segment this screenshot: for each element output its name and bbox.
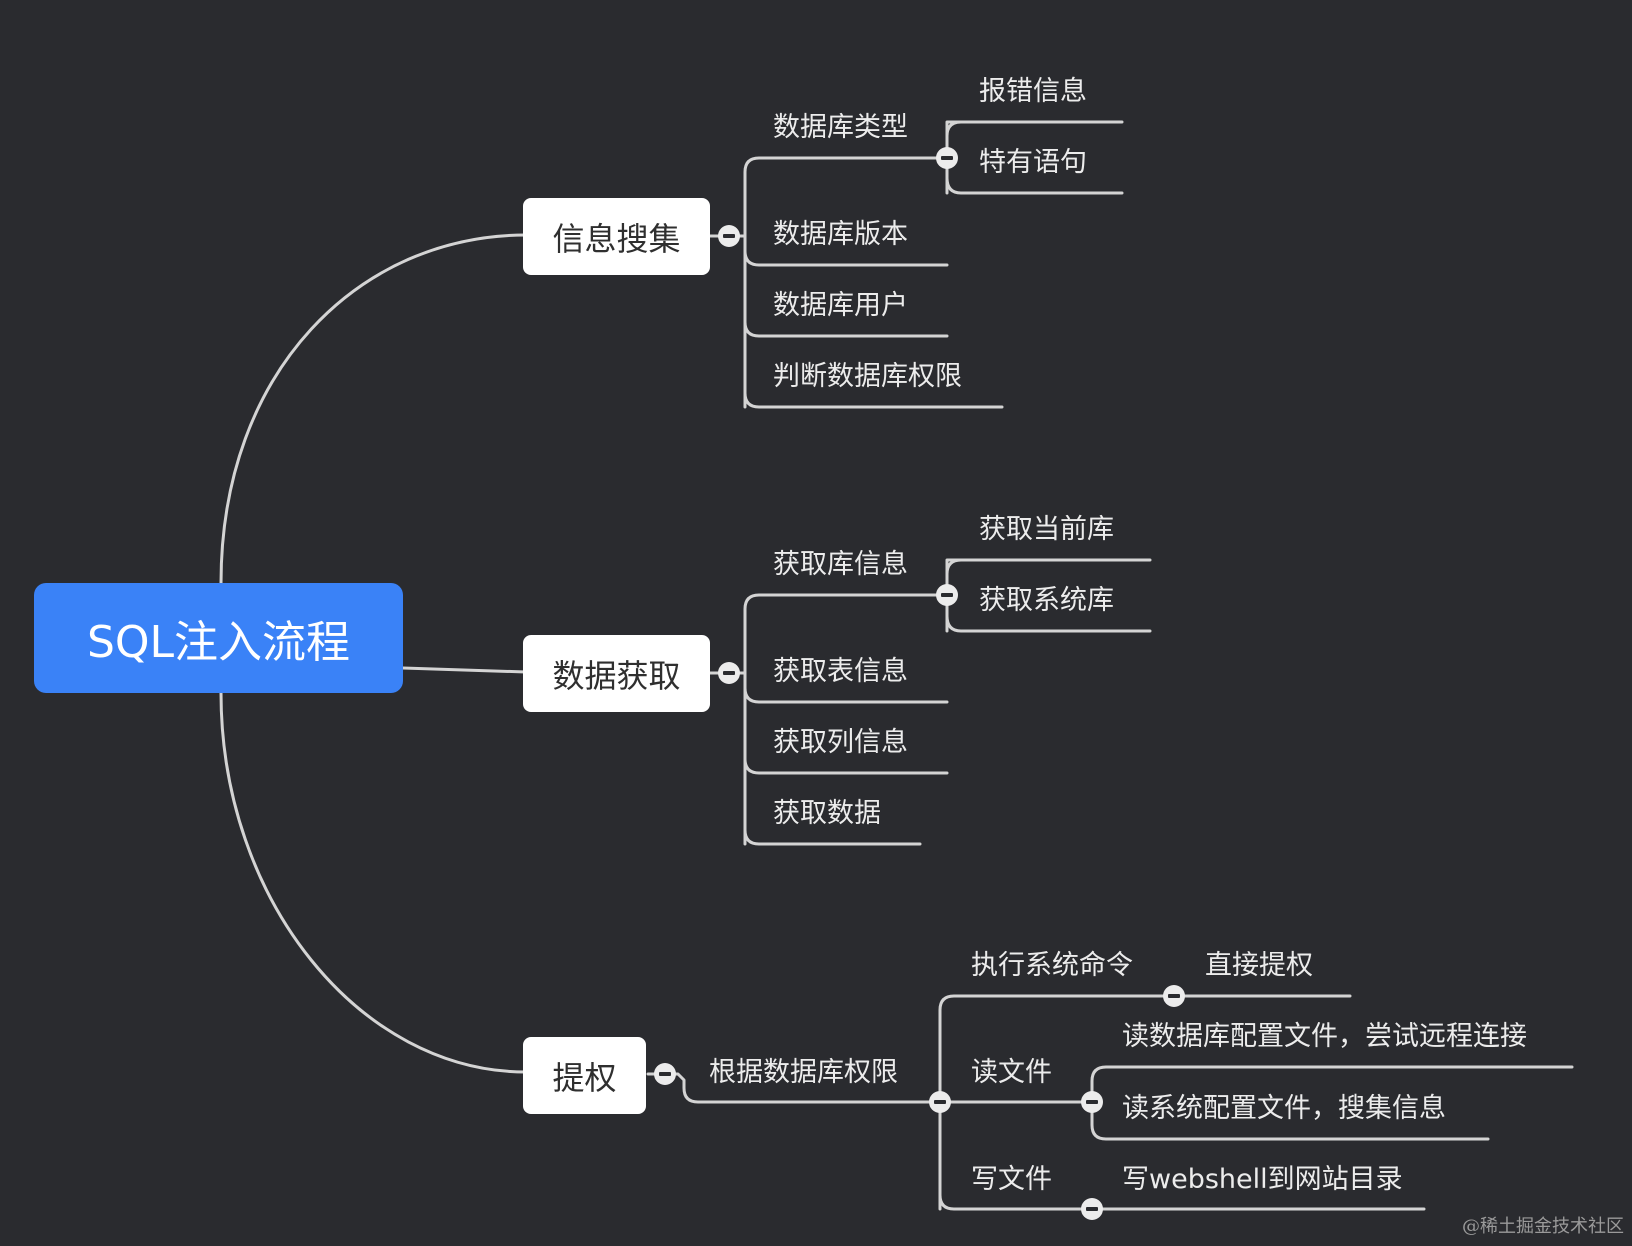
connector-dbtype-items	[945, 120, 1124, 195]
node-get-table-info[interactable]: 获取表信息	[773, 656, 908, 687]
connector-info-items	[743, 156, 1004, 409]
node-write-webshell[interactable]: 写webshell到网站目录	[1122, 1164, 1403, 1195]
collapse-toggle-info[interactable]	[718, 225, 740, 247]
node-read-sys-config[interactable]: 读系统配置文件，搜集信息	[1122, 1093, 1446, 1124]
collapse-toggle-dbinfo[interactable]	[936, 584, 958, 606]
node-get-system-db[interactable]: 获取系统库	[979, 585, 1114, 616]
node-error-info[interactable]: 报错信息	[979, 76, 1087, 107]
watermark: @稀土掘金技术社区	[1462, 1216, 1624, 1237]
connector-priv-trunk	[646, 1072, 942, 1104]
node-write-file[interactable]: 写文件	[971, 1164, 1052, 1195]
node-by-db-permission[interactable]: 根据数据库权限	[709, 1057, 898, 1088]
branch-data-retrieval[interactable]: 数据获取	[523, 635, 710, 712]
node-special-statement[interactable]: 特有语句	[979, 147, 1087, 178]
node-get-data[interactable]: 获取数据	[773, 798, 881, 829]
collapse-toggle-data[interactable]	[718, 662, 740, 684]
node-db-permission[interactable]: 判断数据库权限	[773, 361, 962, 392]
node-db-user[interactable]: 数据库用户	[773, 290, 908, 321]
collapse-toggle-by-permission[interactable]	[929, 1091, 951, 1113]
connector-priv-items	[938, 994, 1426, 1211]
connector-dbinfo-items	[945, 558, 1152, 633]
collapse-toggle-read-file[interactable]	[1081, 1091, 1103, 1113]
node-get-db-info[interactable]: 获取库信息	[773, 549, 908, 580]
connector-readfile-items	[1090, 1065, 1574, 1141]
node-get-column-info[interactable]: 获取列信息	[773, 727, 908, 758]
branch-info-gathering[interactable]: 信息搜集	[523, 198, 710, 275]
collapse-toggle-priv[interactable]	[654, 1063, 676, 1085]
node-db-type[interactable]: 数据库类型	[773, 112, 908, 143]
collapse-toggle-write-file[interactable]	[1081, 1198, 1103, 1220]
branch-label: 信息搜集	[552, 219, 681, 258]
node-db-version[interactable]: 数据库版本	[773, 219, 908, 250]
connector-data-items	[743, 593, 949, 846]
node-read-db-config[interactable]: 读数据库配置文件，尝试远程连接	[1122, 1021, 1527, 1052]
root-node[interactable]: SQL注入流程	[34, 583, 403, 693]
root-label: SQL注入流程	[86, 617, 351, 668]
connector-root-priv	[219, 691, 528, 1074]
connector-root-data	[401, 666, 528, 674]
node-get-current-db[interactable]: 获取当前库	[979, 514, 1114, 545]
node-exec-system-cmd[interactable]: 执行系统命令	[971, 950, 1133, 981]
branch-label: 数据获取	[552, 656, 681, 695]
collapse-toggle-exec-cmd[interactable]	[1163, 985, 1185, 1007]
node-direct-escalation[interactable]: 直接提权	[1205, 950, 1313, 981]
collapse-toggle-dbtype[interactable]	[936, 147, 958, 169]
node-read-file[interactable]: 读文件	[971, 1057, 1052, 1088]
branch-label: 提权	[552, 1058, 617, 1097]
connector-root-info	[219, 233, 528, 585]
branch-privilege-escalation[interactable]: 提权	[523, 1037, 646, 1114]
